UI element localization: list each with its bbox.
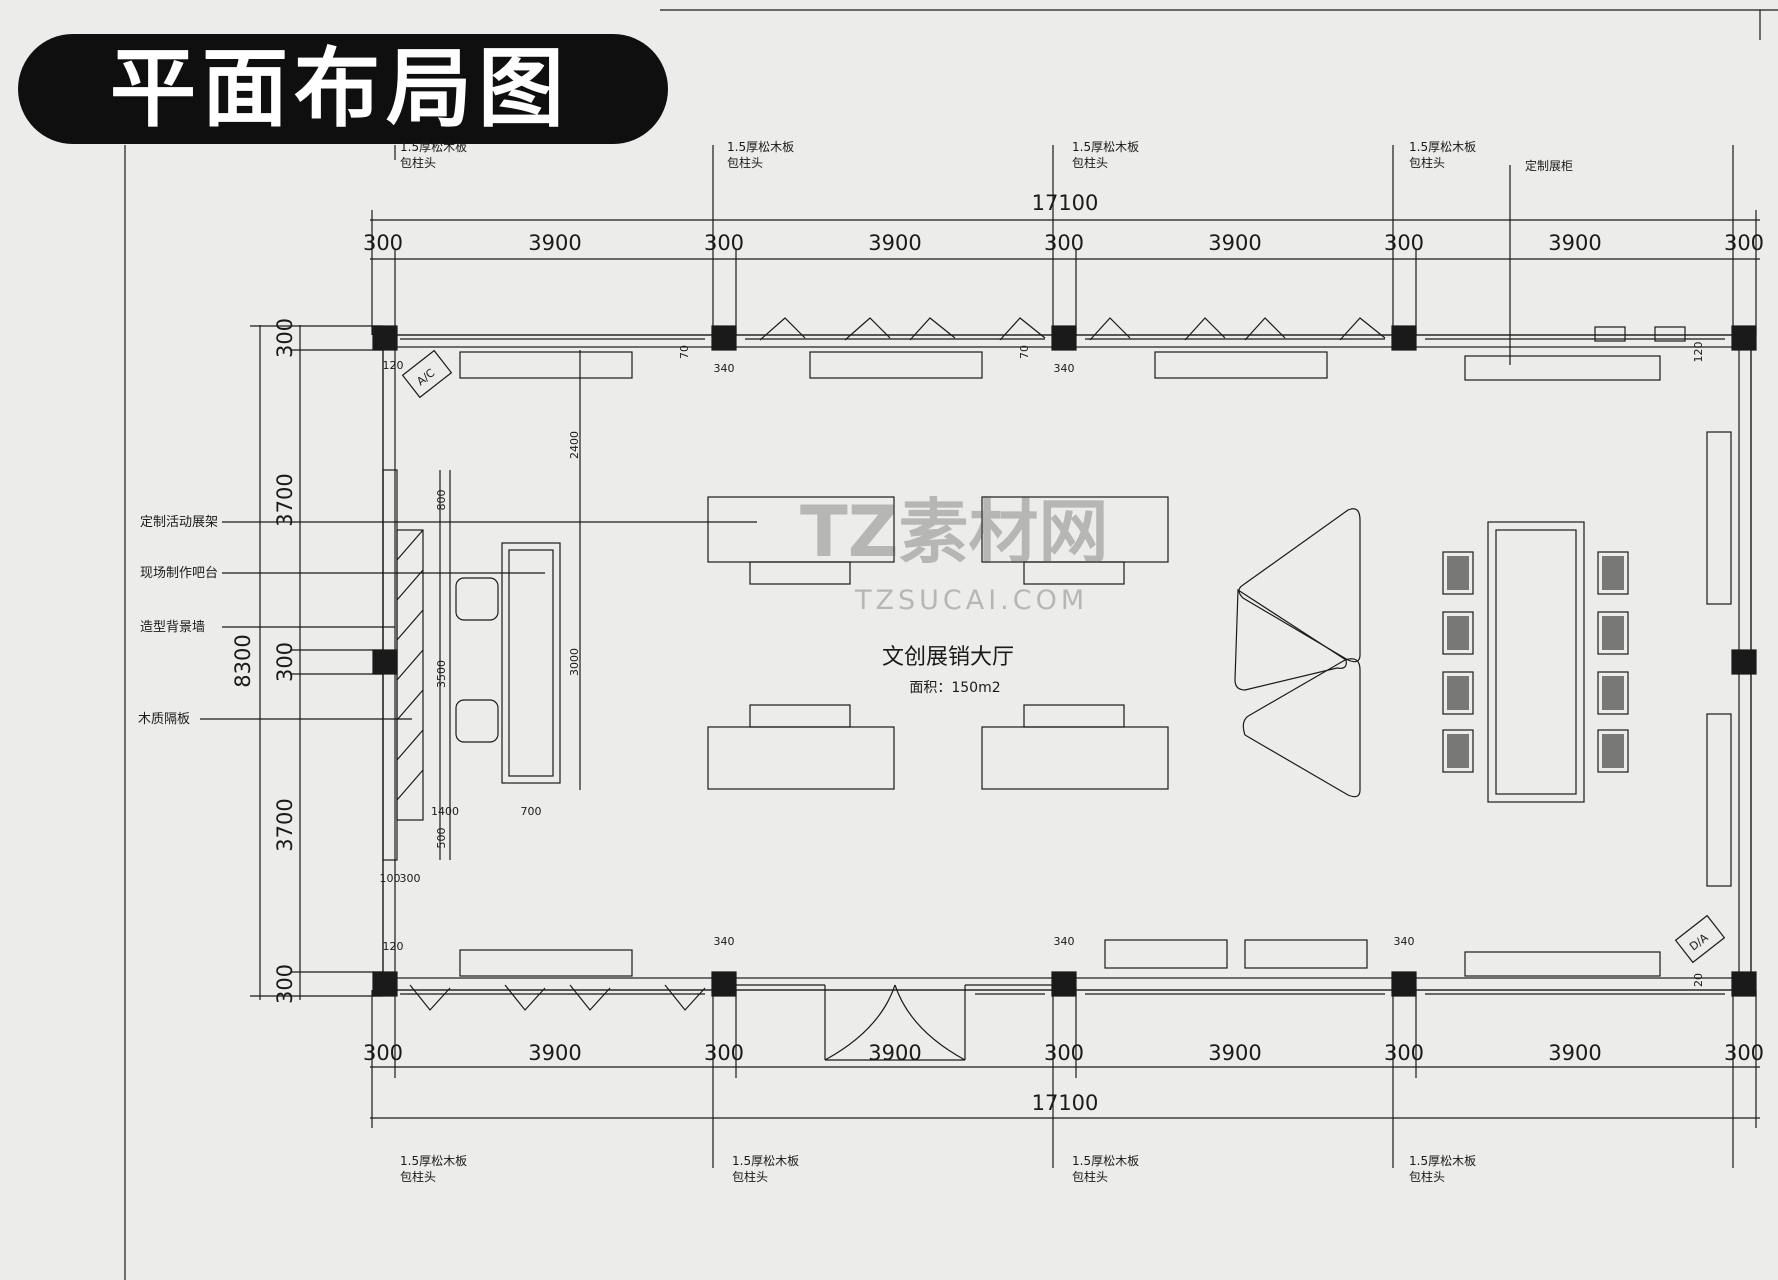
wall-dim-700: 700 [521,805,542,818]
dim-column-top-2: 300 [704,231,744,255]
wall-dim-2400: 2400 [568,431,581,459]
dim-bay-top-1: 3900 [528,231,581,255]
wall-dim-800: 800 [435,490,448,511]
overall-width-top: 17100 [1032,191,1099,215]
dim-bay-top-3: 3900 [1208,231,1261,255]
column-note-6-line2: 包柱头 [732,1169,768,1184]
small-dim-120-a: 120 [383,359,404,372]
small-dim-70-b: 70 [1018,345,1031,359]
column-note-8-line2: 包柱头 [1409,1169,1445,1184]
column-width-1: 340 [714,362,735,375]
dim-side-column-1: 300 [273,318,297,358]
column-note-4-line2: 包柱头 [1409,155,1445,170]
column-note-3-line1: 1.5厚松木板 [1072,140,1139,154]
column-width-2: 340 [1054,362,1075,375]
column-note-2-line2: 包柱头 [727,155,763,170]
label-shelf: 定制活动展架 [140,515,218,530]
dim-bay-top-4: 3900 [1548,231,1601,255]
small-dim-120-b: 120 [383,940,404,953]
dim-bay-bottom-1: 3900 [528,1041,581,1065]
column-width-5: 340 [1394,935,1415,948]
column-note-4-line1: 1.5厚松木板 [1409,140,1476,154]
wall-dim-100: 100 [380,872,401,885]
dim-column-bottom-3: 300 [1044,1041,1084,1065]
ac-label-bottom: D/A [1687,931,1711,954]
dim-column-bottom-5: 300 [1724,1041,1764,1065]
dim-column-top-4: 300 [1384,231,1424,255]
dim-bay-bottom-4: 3900 [1548,1041,1601,1065]
column-note-1-line1: 1.5厚松木板 [400,140,467,154]
column-note-6-line1: 1.5厚松木板 [732,1154,799,1168]
dim-bay-bottom-3: 3900 [1208,1041,1261,1065]
column-note-7-line1: 1.5厚松木板 [1072,1154,1139,1168]
page-title: 平面布局图 [18,34,668,144]
label-feature-wall: 造型背景墙 [140,620,205,635]
dim-column-bottom-2: 300 [704,1041,744,1065]
dim-column-top-5: 300 [1724,231,1764,255]
column-note-5-line2: 包柱头 [400,1169,436,1184]
label-bar: 现场制作吧台 [140,566,218,581]
column-note-8-line1: 1.5厚松木板 [1409,1154,1476,1168]
wall-dim-3000: 3000 [568,648,581,676]
column-note-3-line2: 包柱头 [1072,155,1108,170]
column-note-1-line2: 包柱头 [400,155,436,170]
dim-column-bottom-1: 300 [363,1041,403,1065]
column-note-7-line2: 包柱头 [1072,1169,1108,1184]
dim-bay-top-2: 3900 [868,231,921,255]
dim-bay-bottom-2: 3900 [868,1041,921,1065]
small-dim-120-c: 120 [1692,342,1705,363]
overall-width-bottom: 17100 [1032,1091,1099,1115]
ac-label-top: A/C [414,366,437,388]
dim-side-segment-2: 3700 [273,798,297,851]
wall-dim-1400: 1400 [431,805,459,818]
custom-cabinet-note: 定制展柜 [1525,158,1573,173]
column-width-4: 340 [1054,935,1075,948]
small-dim-70-a: 70 [678,345,691,359]
column-width-3: 340 [714,935,735,948]
label-partition: 木质隔板 [138,712,190,727]
overall-depth: 8300 [231,634,255,687]
dim-column-top-1: 300 [363,231,403,255]
column-note-2-line1: 1.5厚松木板 [727,140,794,154]
dim-side-column-2: 300 [273,642,297,682]
dim-column-top-3: 300 [1044,231,1084,255]
wall-dim-300: 300 [400,872,421,885]
column-note-5-line1: 1.5厚松木板 [400,1154,467,1168]
watermark-url: TZSUCAI.COM [854,585,1088,616]
room-area: 面积：150m2 [909,680,1000,696]
wall-dim-500: 500 [435,828,448,849]
dim-side-column-3: 300 [273,964,297,1004]
dim-column-bottom-4: 300 [1384,1041,1424,1065]
watermark-brand: TZ素材网 [800,491,1109,573]
dim-side-segment-1: 3700 [273,473,297,526]
watermark: TZ素材网 TZSUCAI.COM [800,491,1109,616]
room-name: 文创展销大厅 [882,645,1014,670]
wall-dim-3500: 3500 [435,660,448,688]
small-dim-20: 20 [1692,973,1705,987]
